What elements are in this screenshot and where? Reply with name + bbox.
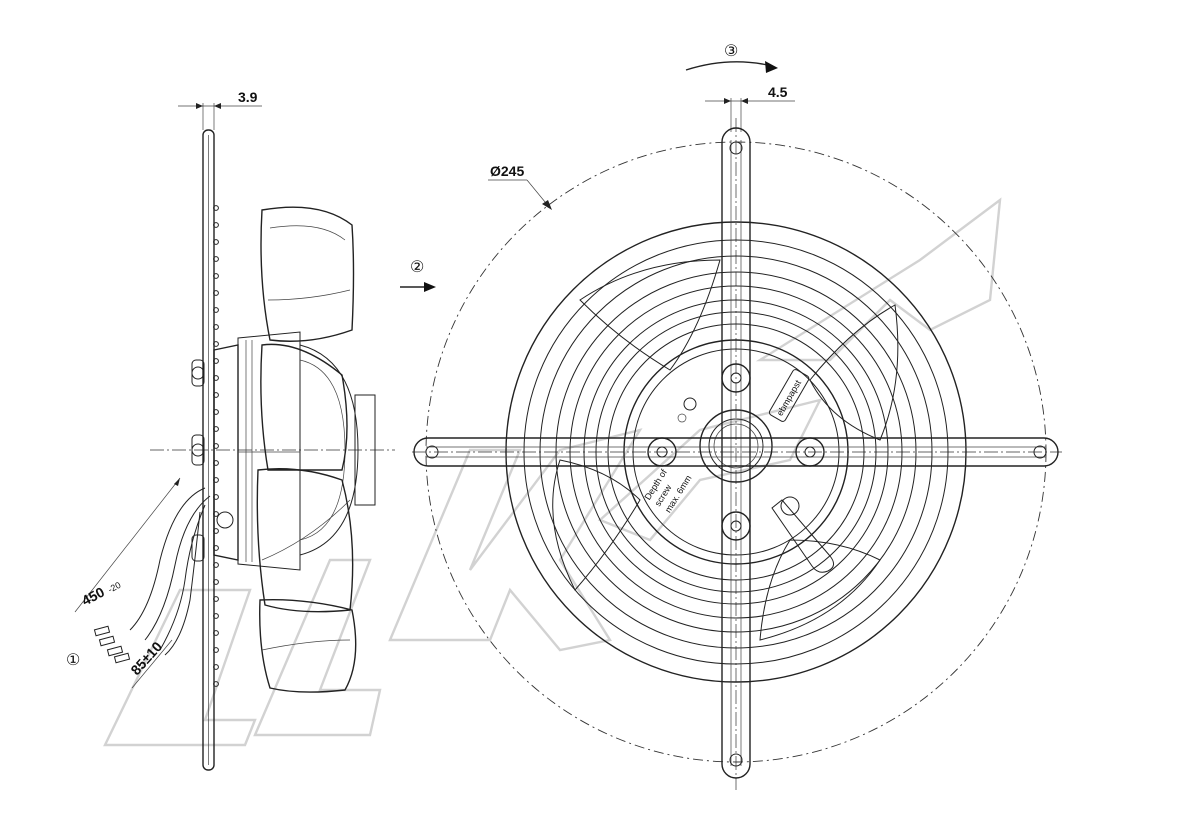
depth-note: Depth of screw max. 6mm	[642, 467, 693, 514]
flange-hole	[213, 681, 219, 687]
flange-hole	[213, 290, 219, 296]
blades-front	[552, 259, 899, 641]
flange-hole	[213, 630, 219, 636]
flange-hole	[213, 596, 219, 602]
guard-rings	[505, 221, 967, 683]
watermark	[103, 197, 1002, 747]
flange-holes	[213, 205, 219, 687]
flange-hole	[213, 579, 219, 585]
wire-ends	[93, 625, 131, 664]
callout-3: ③	[724, 43, 738, 60]
flange-hole	[213, 562, 219, 568]
guard-ring	[607, 323, 865, 581]
flange-hole	[213, 664, 219, 670]
strut-vertical	[721, 127, 751, 779]
dim-strip-length: 85±10	[127, 638, 165, 678]
blade	[259, 599, 357, 693]
callout-2: ②	[410, 259, 424, 276]
flange-hole	[213, 307, 219, 313]
flange-hole	[213, 647, 219, 653]
strut-horizontal	[413, 437, 1059, 467]
dim-cable-length: 450	[79, 583, 107, 608]
dim-guard-offset: 4.5	[768, 84, 788, 100]
guard-ring	[505, 221, 967, 683]
front-view: ③ 4.5 Ø245	[412, 43, 1062, 790]
flange-hole	[213, 205, 219, 211]
dim-grill-thickness: 3.9	[238, 89, 258, 105]
blade	[260, 206, 355, 342]
guard-ring	[595, 311, 877, 593]
guard-ring	[539, 255, 933, 649]
flange-hole	[213, 222, 219, 228]
blade	[260, 343, 348, 471]
flange-hole	[213, 341, 219, 347]
shaft-inner	[708, 418, 764, 474]
guard-ring	[523, 239, 949, 665]
brand-plate: ebmpapst	[775, 378, 804, 418]
dim-diameter: Ø245	[490, 163, 524, 179]
guard-ring	[583, 299, 889, 605]
guard-ring	[555, 271, 917, 633]
flange-hole	[213, 273, 219, 279]
flange-hole	[213, 239, 219, 245]
dim-cable-length-tolerance: -20	[106, 580, 122, 595]
flange-hole	[213, 256, 219, 262]
flange-hole	[213, 324, 219, 330]
callout-1: ①	[66, 652, 80, 669]
flange-hole	[213, 613, 219, 619]
blade	[256, 468, 354, 613]
screw-bosses	[647, 363, 825, 541]
airflow-indicator: ②	[400, 259, 436, 292]
motor-hub	[623, 339, 849, 565]
shaft-outer	[699, 409, 773, 483]
side-view: 3.9	[66, 89, 395, 771]
guard-ring	[569, 285, 903, 619]
